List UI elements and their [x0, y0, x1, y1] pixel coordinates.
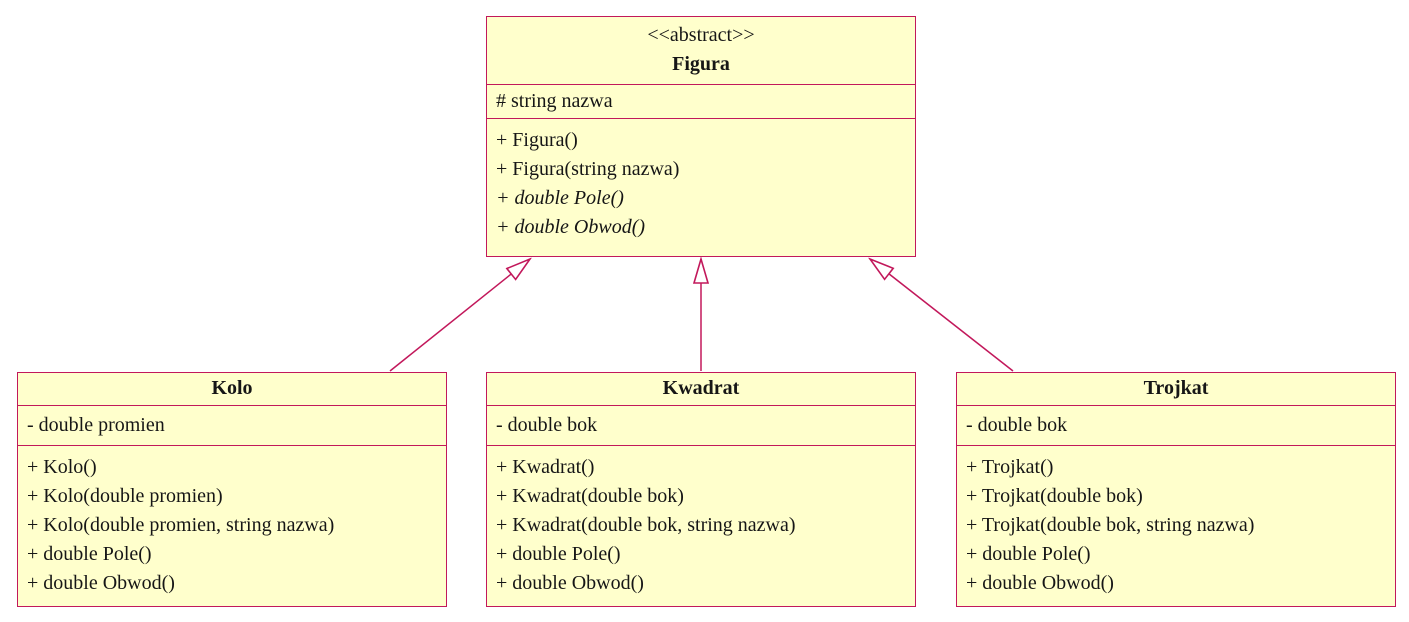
method-entry: + double Pole() — [496, 543, 621, 565]
class-kwadrat-header: Kwadrat — [487, 373, 915, 406]
method-entry: + Trojkat() — [966, 456, 1054, 478]
inheritance-arrow-kolo-figura — [389, 259, 530, 372]
method-entry: + Trojkat(double bok) — [966, 485, 1143, 507]
attribute-entry: - double bok — [966, 414, 1068, 436]
class-figura-methods: + Figura() + Figura(string nazwa) + doub… — [487, 119, 915, 250]
method-entry: + Kwadrat(double bok, string nazwa) — [496, 514, 796, 536]
method-entry: + Kwadrat() — [496, 456, 595, 478]
class-kolo-attributes: - double promien — [18, 406, 446, 446]
class-kwadrat: Kwadrat - double bok + Kwadrat() + Kwadr… — [486, 372, 916, 607]
method-entry: + Kwadrat(double bok) — [496, 485, 684, 507]
class-figura-header: <<abstract>> Figura — [487, 17, 915, 85]
inheritance-arrow-trojkat-figura — [870, 259, 1014, 372]
attribute-entry: # string nazwa — [496, 90, 613, 112]
class-kolo-name: Kolo — [211, 377, 253, 399]
method-entry: + Trojkat(double bok, string nazwa) — [966, 514, 1255, 536]
class-kwadrat-attributes: - double bok — [487, 406, 915, 446]
class-kwadrat-name: Kwadrat — [662, 377, 740, 399]
method-entry: + double Obwod() — [27, 572, 175, 594]
class-trojkat: Trojkat - double bok + Trojkat() + Trojk… — [956, 372, 1396, 607]
method-entry: + double Pole() — [27, 543, 152, 565]
class-kolo-header: Kolo — [18, 373, 446, 406]
class-figura: <<abstract>> Figura # string nazwa + Fig… — [486, 16, 916, 257]
class-figura-stereotype: <<abstract>> — [647, 24, 755, 46]
method-entry-abstract: + double Pole() — [496, 187, 624, 209]
class-trojkat-name: Trojkat — [1143, 377, 1209, 399]
attribute-entry: - double bok — [496, 414, 598, 436]
method-entry: + Kolo() — [27, 456, 97, 478]
class-trojkat-methods: + Trojkat() + Trojkat(double bok) + Troj… — [957, 446, 1395, 606]
class-trojkat-attributes: - double bok — [957, 406, 1395, 446]
method-entry: + Figura() — [496, 129, 578, 151]
class-figura-attributes: # string nazwa — [487, 85, 915, 119]
class-kolo: Kolo - double promien + Kolo() + Kolo(do… — [17, 372, 447, 607]
class-kolo-methods: + Kolo() + Kolo(double promien) + Kolo(d… — [18, 446, 446, 606]
method-entry: + Kolo(double promien) — [27, 485, 223, 507]
attribute-entry: - double promien — [27, 414, 165, 436]
method-entry-abstract: + double Obwod() — [496, 216, 646, 238]
class-figura-name: Figura — [672, 53, 730, 75]
method-entry: + Kolo(double promien, string nazwa) — [27, 514, 335, 536]
method-entry: + double Obwod() — [966, 572, 1114, 594]
class-kwadrat-methods: + Kwadrat() + Kwadrat(double bok) + Kwad… — [487, 446, 915, 606]
class-trojkat-header: Trojkat — [957, 373, 1395, 406]
method-entry: + Figura(string nazwa) — [496, 158, 680, 180]
method-entry: + double Obwod() — [496, 572, 644, 594]
method-entry: + double Pole() — [966, 543, 1091, 565]
